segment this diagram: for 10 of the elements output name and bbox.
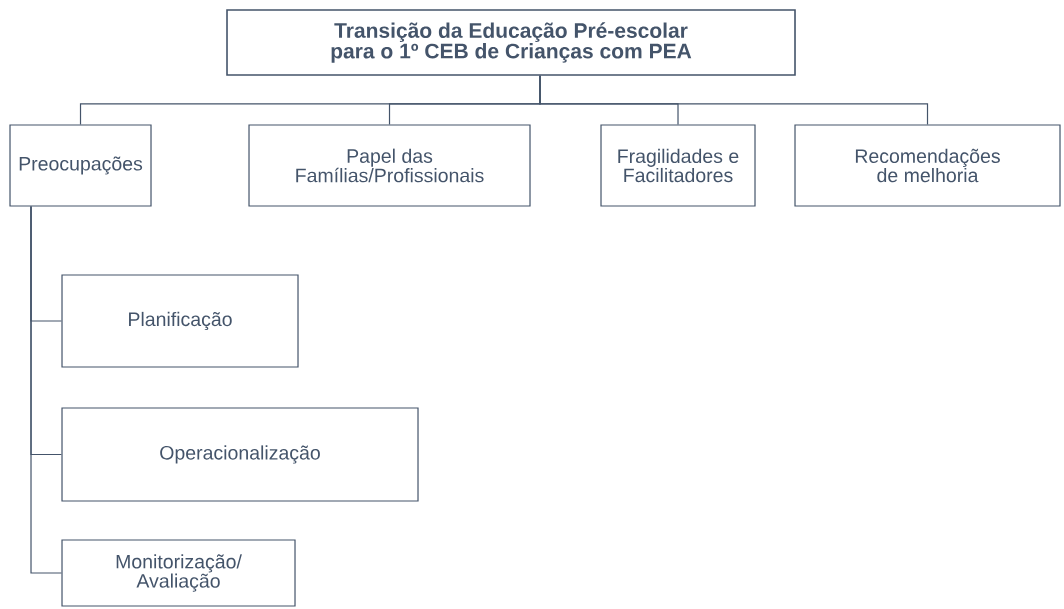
subcategory-box: Planificação [61,274,299,368]
connector-line [30,206,62,574]
category-box: Preocupações [9,124,152,207]
subcategory-box: Monitorização/ Avaliação [61,539,296,607]
category-box: Fragilidades e Facilitadores [600,124,756,207]
connector-line [539,75,929,125]
subcategory-box: Operacionalização [61,407,419,502]
title-box: Transição da Educação Pré-escolar para o 1º CEB de Crianças com PEA [226,9,796,76]
category-box: Recomendações de melhoria [794,124,1061,207]
category-box: Papel das Famílias/Profissionais [248,124,531,207]
